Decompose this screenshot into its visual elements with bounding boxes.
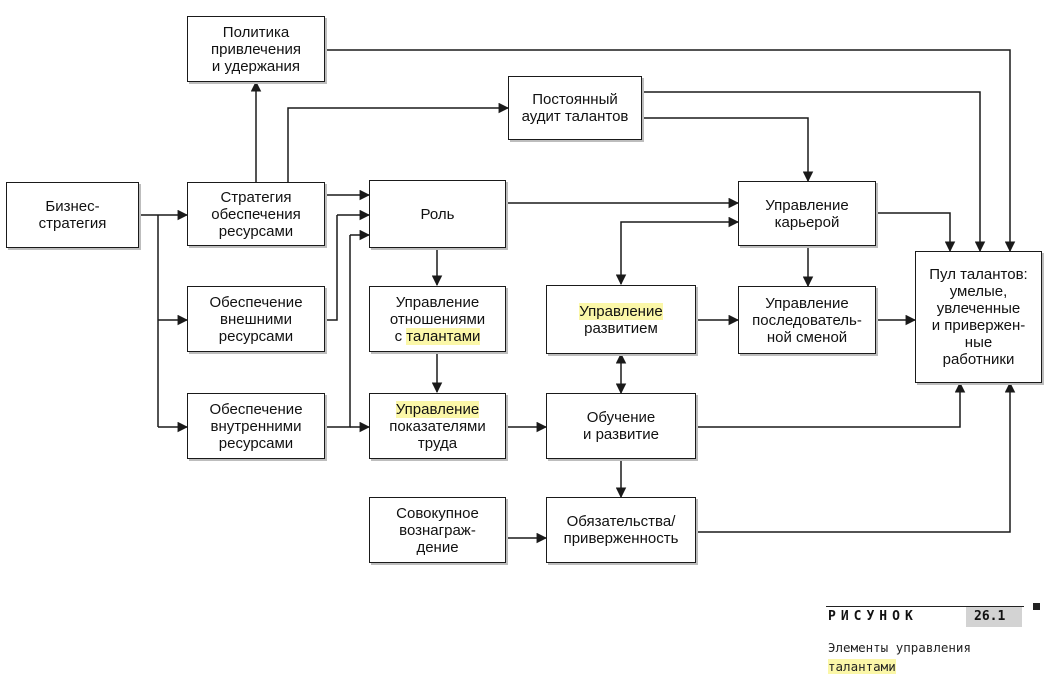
arrow-learning-to-pool xyxy=(696,381,966,428)
arrow-career-to-pool xyxy=(876,212,956,253)
figure-number: 26.1 xyxy=(966,607,1022,627)
figure-caption-line2: талантами xyxy=(828,659,896,674)
node-role: Роль xyxy=(369,180,506,248)
arrow-audit-to-pool xyxy=(642,91,986,253)
figure-caption-line1: Элементы управления xyxy=(828,640,971,655)
arrow-resourcing-to-audit xyxy=(287,102,510,182)
figure-caption: Элементы управления талантами xyxy=(828,638,971,676)
node-commitment: Обязательства/приверженность xyxy=(546,497,696,563)
figure-label: РИСУНОК xyxy=(828,609,918,624)
caption-rule xyxy=(826,603,1040,628)
arrow-audit-to-career xyxy=(642,117,814,183)
node-business-strategy: Бизнес-стратегия xyxy=(6,182,139,248)
arrow-policy-to-pool xyxy=(325,49,1016,253)
arrow-career-development xyxy=(615,216,740,286)
line-external-bus xyxy=(325,215,338,321)
arrow-commitment-to-pool xyxy=(696,381,1016,533)
